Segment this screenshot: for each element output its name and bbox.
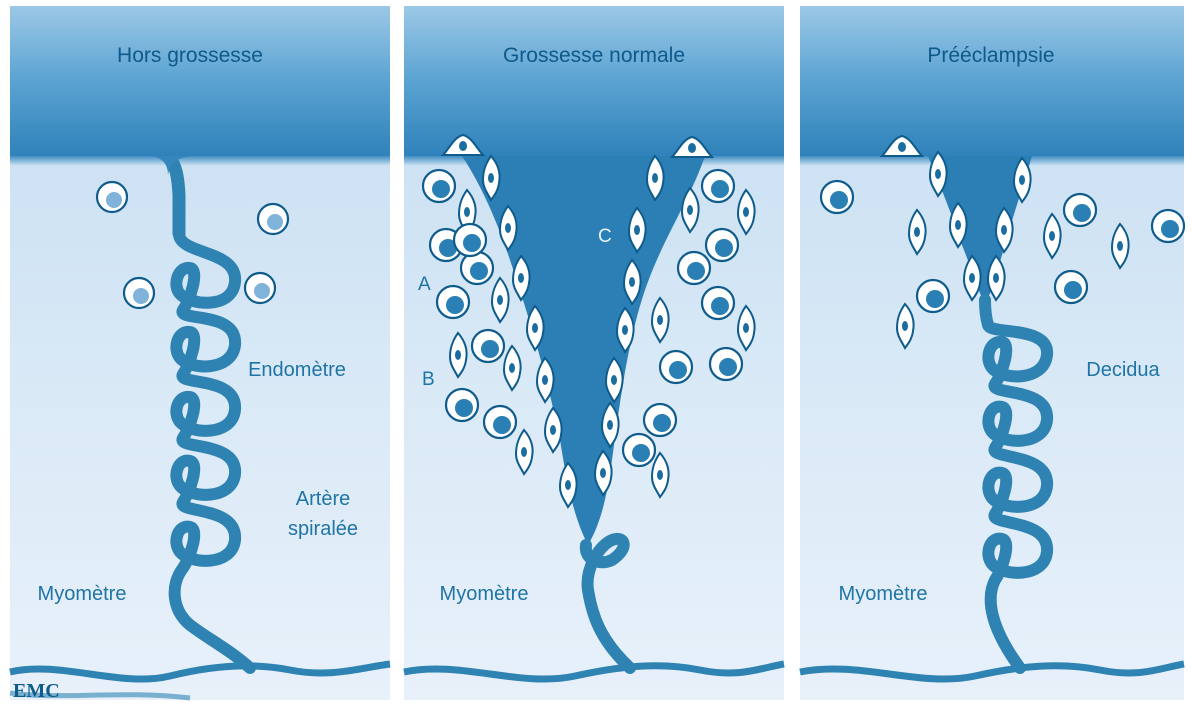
cell: [821, 181, 853, 213]
label-myometre: Myomètre: [839, 583, 928, 605]
emc-logo-text: EMC: [13, 680, 60, 702]
panel-title: Grossesse normale: [503, 44, 685, 67]
cell: [1055, 271, 1087, 303]
panel-preeclampsie: Prééclampsie Decidua Myomètre: [800, 6, 1184, 700]
panel-title: Hors grossesse: [117, 44, 263, 67]
cell: [97, 182, 127, 212]
cell: [702, 287, 734, 319]
label-endometre: Endomètre: [248, 359, 346, 381]
cell: [644, 404, 676, 436]
cell: [917, 280, 949, 312]
label-myometre: Myomètre: [440, 583, 529, 605]
label-decidua: Decidua: [1086, 359, 1160, 381]
label-c: C: [598, 226, 612, 247]
panel-hors-grossesse: Hors grossesse Endomètre Artère spiralée…: [10, 6, 390, 702]
cell: [484, 406, 516, 438]
cell: [710, 348, 742, 380]
cell: [1064, 194, 1096, 226]
cell: [124, 278, 154, 308]
cell: [423, 170, 455, 202]
cell: [702, 170, 734, 202]
label-a: A: [418, 274, 431, 295]
cell: [437, 286, 469, 318]
label-spiralee: spiralée: [288, 518, 358, 540]
cell: [258, 204, 288, 234]
cell: [446, 389, 478, 421]
label-b: B: [422, 369, 435, 390]
label-myometre: Myomètre: [38, 583, 127, 605]
cell: [454, 224, 486, 256]
cell: [472, 330, 504, 362]
panel-title: Prééclampsie: [927, 44, 1054, 67]
emc-logo: EMC: [13, 680, 60, 702]
cell: [461, 252, 493, 284]
label-artere: Artère: [296, 488, 350, 510]
cell: [678, 252, 710, 284]
cell: [245, 273, 275, 303]
cell: [706, 229, 738, 261]
cell: [660, 351, 692, 383]
panel-grossesse-normale: Grossesse normale A B C Myomètre: [404, 6, 784, 700]
cell: [623, 434, 655, 466]
cell: [1152, 210, 1184, 242]
